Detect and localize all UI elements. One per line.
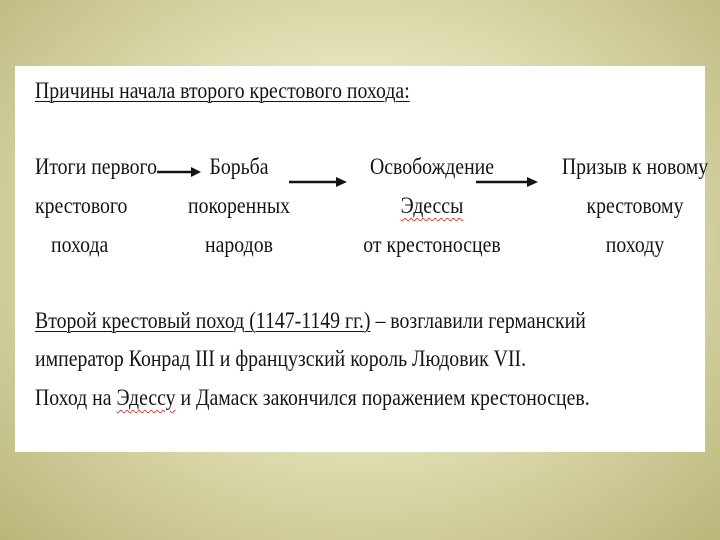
paragraph-line-2: император Конрад III и французский корол… bbox=[35, 346, 527, 371]
right-arrow-icon bbox=[157, 167, 201, 177]
slide-title: Причины начала второго крестового похода… bbox=[35, 78, 410, 103]
cause-3-line-3: от крестоносцев bbox=[363, 232, 501, 257]
spellcheck-word: Эдессы bbox=[400, 193, 464, 218]
paragraph-rest: – возглавили германский bbox=[370, 308, 586, 333]
cause-1-line-2: крестового bbox=[35, 193, 128, 218]
cause-2-line-3: народов bbox=[205, 232, 273, 257]
cause-4-line-1: Призыв к новому bbox=[561, 154, 709, 179]
cause-2-line-2: покоренных bbox=[188, 193, 290, 218]
right-arrow-icon bbox=[289, 177, 347, 187]
cause-1-line-1: Итоги первого bbox=[35, 154, 158, 179]
cause-2-line-1: Борьба bbox=[209, 154, 269, 179]
cause-1-line-3: похода bbox=[51, 232, 109, 257]
paragraph-line-1: Второй крестовый поход (1147-1149 гг.) –… bbox=[35, 308, 586, 334]
cause-3-line-1: Освобождение bbox=[369, 154, 495, 179]
paragraph-heading: Второй крестовый поход (1147-1149 гг.) bbox=[35, 308, 371, 333]
paragraph-line-3: Поход на Эдессу и Дамаск закончился пора… bbox=[35, 385, 590, 410]
cause-3-line-2: Эдессы bbox=[350, 193, 513, 219]
spellcheck-word: Эдессу bbox=[116, 385, 176, 410]
slide: Причины начала второго крестового похода… bbox=[15, 66, 708, 452]
cause-4-line-2: крестовому bbox=[586, 193, 684, 218]
right-arrow-icon bbox=[476, 177, 538, 187]
cause-4-line-3: походу bbox=[605, 232, 665, 257]
